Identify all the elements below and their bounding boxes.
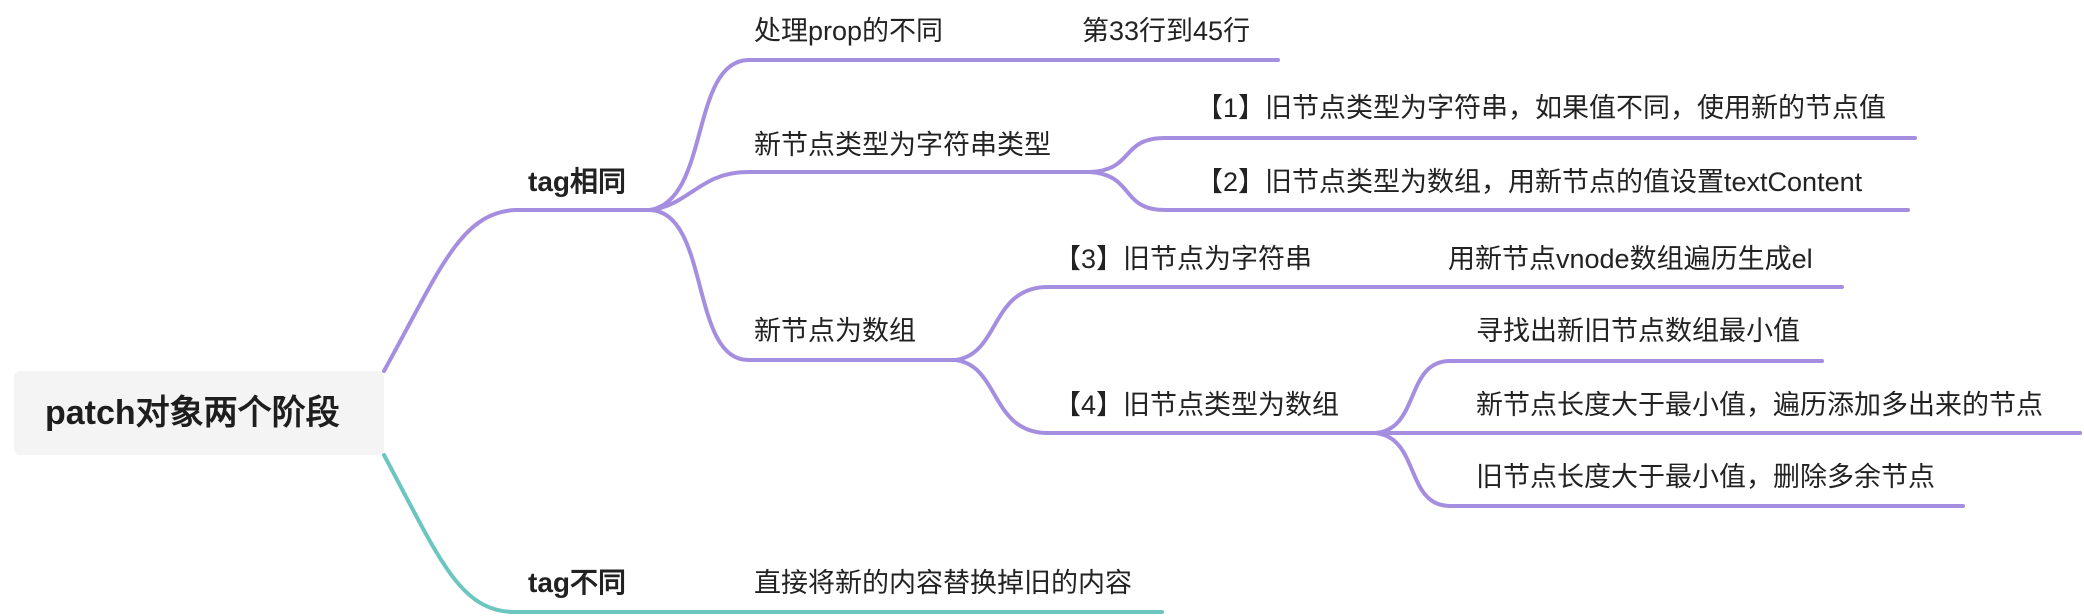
node-tag-same[interactable]: tag相同 <box>528 166 627 197</box>
node-case4-a[interactable]: 寻找出新旧节点数组最小值 <box>1476 316 1800 346</box>
node-case2[interactable]: 【2】旧节点类型为数组，用新节点的值设置textContent <box>1196 167 1863 197</box>
node-prop-diff[interactable]: 处理prop的不同 <box>754 16 944 46</box>
connector-case4-c <box>1373 431 1965 508</box>
connector-new-string-case1 <box>1088 136 1917 174</box>
connector-new-array-case3 <box>953 285 1844 362</box>
connector-tag-same-new-string <box>648 170 1092 212</box>
node-case3-detail[interactable]: 用新节点vnode数组遍历生成el <box>1448 244 1813 274</box>
connector-tag-same-new-array <box>648 208 957 362</box>
connector-tag-same-prop <box>648 58 1280 212</box>
node-case3[interactable]: 【3】旧节点为字符串 <box>1054 244 1313 274</box>
node-case4-b[interactable]: 新节点长度大于最小值，遍历添加多出来的节点 <box>1476 390 2043 420</box>
connector-new-string-case2 <box>1088 170 1910 212</box>
root-node[interactable] <box>14 371 384 455</box>
node-new-array[interactable]: 新节点为数组 <box>754 316 916 346</box>
connector-root-tag-diff <box>382 453 1164 614</box>
node-tag-diff[interactable]: tag不同 <box>528 567 627 598</box>
node-new-string[interactable]: 新节点类型为字符串类型 <box>754 130 1051 160</box>
node-replace[interactable]: 直接将新的内容替换掉旧的内容 <box>754 568 1132 598</box>
node-case4-c[interactable]: 旧节点长度大于最小值，删除多余节点 <box>1476 462 1935 492</box>
node-prop-lines[interactable]: 第33行到45行 <box>1082 16 1251 46</box>
connector-root-tag-same <box>382 208 652 373</box>
connector-new-array-case4 <box>953 358 1377 435</box>
connector-case4-a <box>1373 359 1824 435</box>
node-case1[interactable]: 【1】旧节点类型为字符串，如果值不同，使用新的节点值 <box>1196 93 1887 123</box>
root-label: patch对象两个阶段 <box>45 394 340 432</box>
node-case4[interactable]: 【4】旧节点类型为数组 <box>1054 390 1340 420</box>
